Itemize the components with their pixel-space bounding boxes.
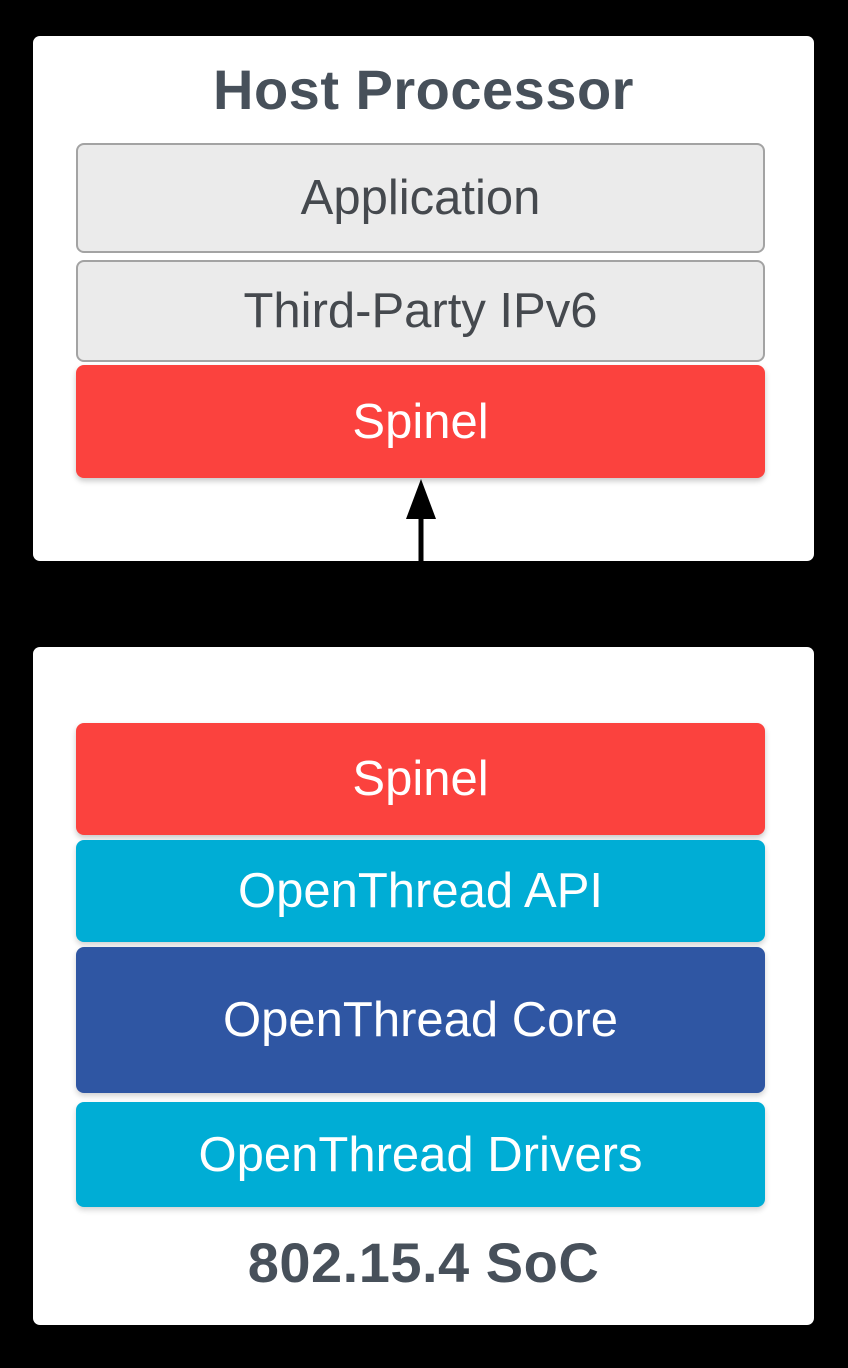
layer-openthread-api: OpenThread API <box>76 840 765 942</box>
layer-application: Application <box>76 143 765 253</box>
soc-card: Spinel OpenThread API OpenThread Core Op… <box>33 647 814 1325</box>
arrow-shaft <box>418 515 424 685</box>
layer-spinel-soc: Spinel <box>76 723 765 835</box>
layer-spinel-host: Spinel <box>76 365 765 478</box>
arrow-up-head <box>406 479 436 519</box>
layer-openthread-core: OpenThread Core <box>76 947 765 1093</box>
host-processor-card: Host Processor Application Third-Party I… <box>33 36 814 561</box>
soc-card-title: 802.15.4 SoC <box>247 1230 600 1294</box>
layer-third-party-ipv6: Third-Party IPv6 <box>76 260 765 362</box>
layer-openthread-drivers: OpenThread Drivers <box>76 1102 765 1207</box>
host-card-title: Host Processor <box>213 58 634 121</box>
